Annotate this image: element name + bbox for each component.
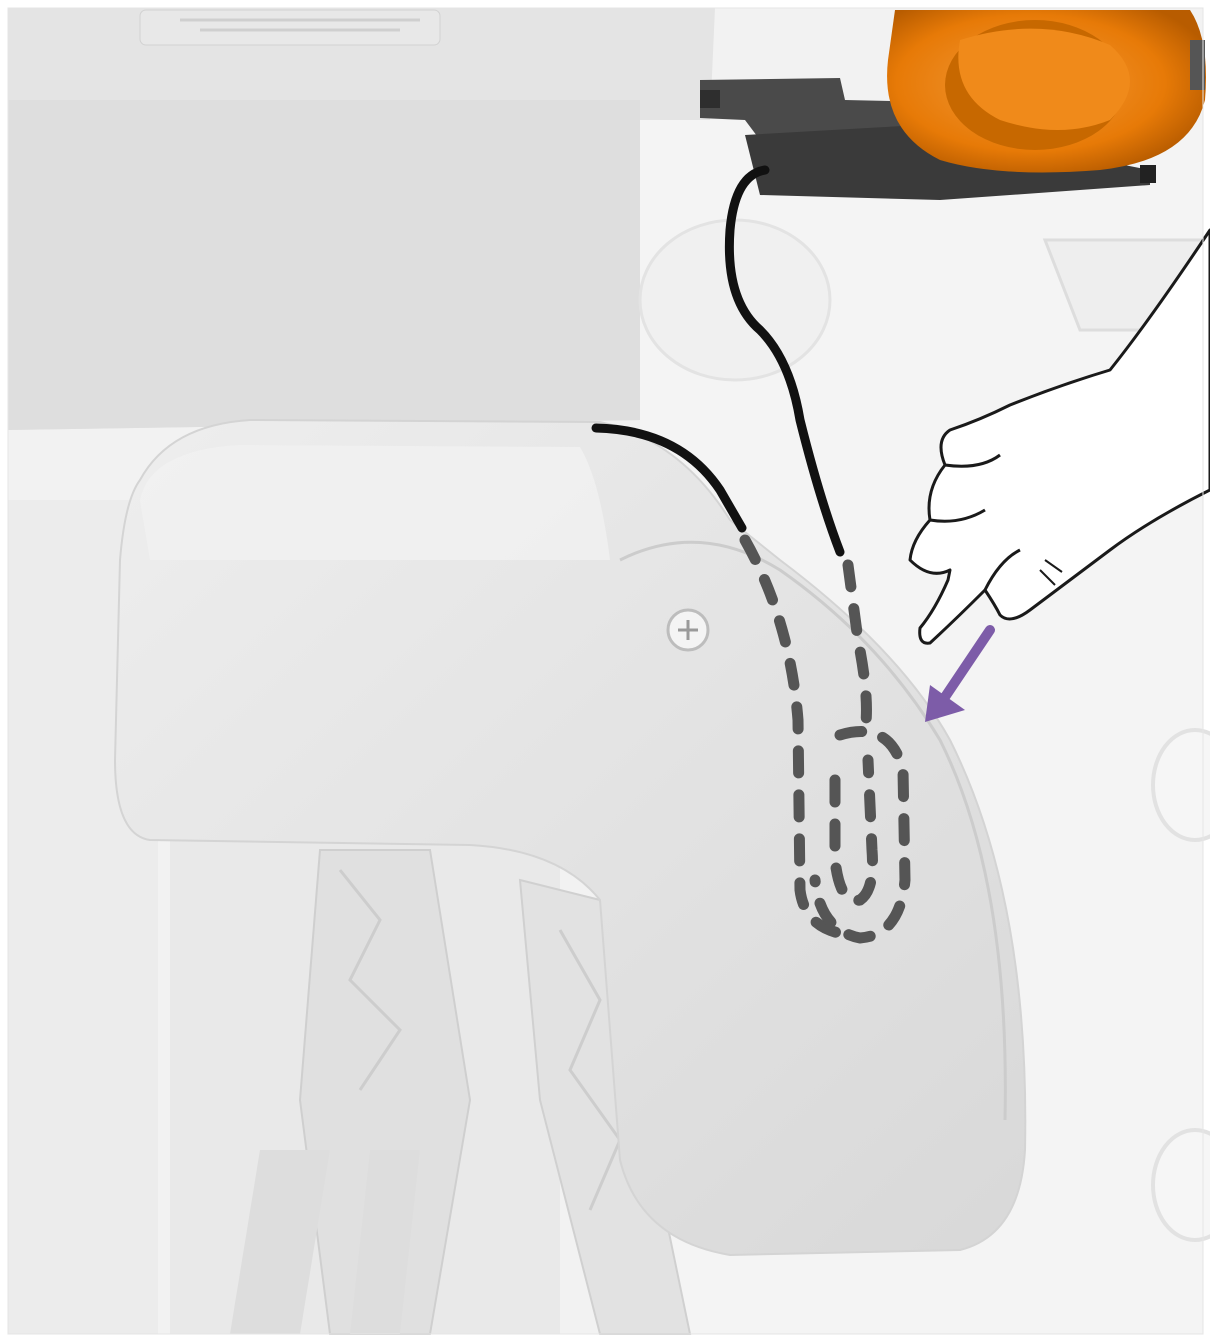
- dashboard-upper: [8, 8, 715, 430]
- orange-component: [887, 10, 1206, 172]
- screw-icon: [668, 610, 708, 650]
